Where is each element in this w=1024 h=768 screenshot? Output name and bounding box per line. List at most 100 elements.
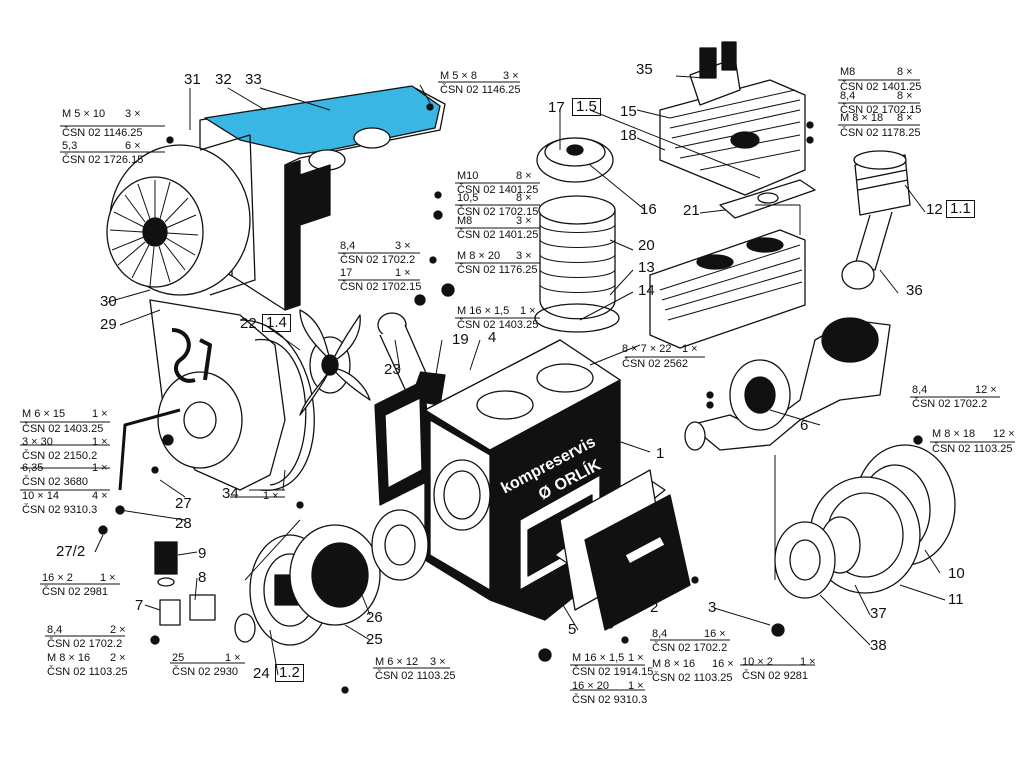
piston-rod: [841, 150, 911, 290]
callout-2: 2: [650, 599, 659, 616]
callout-9: 9: [198, 545, 207, 562]
spec-m5x8-std: ČSN 02 1146.25: [440, 84, 521, 96]
spec-m8x16-cover-qty: 16 ×: [712, 658, 734, 670]
spec-m8-head: M8: [840, 66, 856, 78]
callout-3: 3: [708, 599, 717, 616]
spec-m8x18-head: M 8 × 18: [840, 112, 884, 124]
spec-m8x18-head-qty: 8 ×: [897, 112, 913, 124]
leader-lines: [94, 75, 946, 676]
front-bearing-assembly: [774, 444, 956, 599]
spec-6-35-std: ČSN 02 3680: [22, 476, 89, 488]
spec-key-qty: 1 ×: [682, 343, 698, 355]
spec-m16-plug: M 16 × 1,5: [572, 652, 625, 664]
rear-cover: [374, 379, 431, 506]
callout-6: 6: [800, 417, 809, 434]
callout-24-ref: 1.2: [275, 664, 304, 682]
spec-8-4-left-qty: 2 ×: [110, 624, 126, 636]
spec-16x20-std: ČSN 02 9310.3: [572, 694, 648, 706]
spec-m16-plug-qty: 1 ×: [628, 652, 644, 664]
spec-10-5-qty: 8 ×: [516, 192, 532, 204]
spec-8-4-head-qty: 8 ×: [897, 90, 913, 102]
callout-13: 13: [638, 259, 655, 276]
bearing-housing: [234, 509, 429, 646]
callout-1: 1: [656, 445, 665, 462]
spec-m5x8-qty: 3 ×: [503, 70, 519, 82]
spec-25-qty: 1 ×: [225, 652, 241, 664]
filter-assembly: [154, 541, 216, 626]
spec-10x2-std: ČSN 02 9281: [742, 670, 809, 682]
spec-25-std: ČSN 02 2930: [172, 666, 239, 678]
spec-16x20: 16 × 20: [572, 680, 610, 692]
fan-housing: [199, 85, 446, 311]
spec-m8x20-qty: 3 ×: [516, 250, 532, 262]
head-gasket-21: [719, 179, 816, 219]
spec-m10-std: ČSN 02 1401.25: [457, 184, 539, 196]
cylinder-barrel: [534, 195, 620, 333]
callout-24: 24: [253, 665, 270, 682]
callout-34-qty: 1 ×: [263, 490, 279, 502]
spec-8-4-cover-std: ČSN 02 1702.2: [652, 642, 728, 654]
callout-26: 26: [366, 609, 383, 626]
cylinder-head: [659, 41, 806, 196]
spec-m8-head-std: ČSN 02 1401.25: [840, 81, 922, 93]
spec-10x2: 10 × 2: [742, 656, 773, 668]
callout-14: 14: [638, 282, 655, 299]
callout-12: 12: [926, 201, 943, 218]
spec-m16x1-5-std: ČSN 02 1403.25: [457, 319, 539, 331]
callout-25: 25: [366, 631, 383, 648]
callout-4: 4: [488, 329, 497, 346]
spec-10x14-qty: 4 ×: [92, 490, 108, 502]
spec-m10-qty: 8 ×: [516, 170, 532, 182]
spec-8-4-left: 8,4: [47, 624, 63, 636]
callout-27-2: 27/2: [56, 543, 86, 560]
callout-8: 8: [198, 569, 207, 586]
spec-m5x10-qty: 3 ×: [125, 108, 141, 120]
callout-30: 30: [100, 293, 117, 310]
callout-17: 17: [548, 99, 565, 116]
callout-38: 38: [870, 637, 887, 654]
spec-8-4-right-qty: 12 ×: [975, 384, 997, 396]
spec-m8x20-std: ČSN 02 1176.25: [457, 264, 538, 276]
spec-16x2: 16 × 2: [42, 572, 73, 584]
callout-12-ref: 1.1: [946, 200, 975, 218]
spec-16x2-std: ČSN 02 2981: [42, 586, 109, 598]
oil-pipe: [118, 408, 181, 491]
spec-10x2-qty: 1 ×: [800, 656, 816, 668]
callout-5: 5: [568, 621, 577, 638]
fan-impeller: [299, 309, 371, 416]
spec-10x14-std: ČSN 02 9310.3: [22, 504, 98, 516]
spec-16x20-qty: 1 ×: [628, 680, 644, 692]
callout-7: 7: [135, 597, 144, 614]
valve-plate: [536, 137, 614, 183]
side-cover-plate: [584, 494, 691, 631]
callout-32: 32: [215, 71, 232, 88]
callout-21: 21: [683, 202, 700, 219]
callout-37: 37: [870, 605, 887, 622]
spec-5-3-qty: 6 ×: [125, 140, 141, 152]
callout-33: 33: [245, 71, 262, 88]
spec-8-4-cover-qty: 16 ×: [704, 628, 726, 640]
spec-m6x12-qty: 3 ×: [430, 656, 446, 668]
callout-19: 19: [452, 331, 469, 348]
spec-10x14: 10 × 14: [22, 490, 60, 502]
callout-15: 15: [620, 103, 637, 120]
spec-m5x8: M 5 × 8: [440, 70, 477, 82]
spec-8-4-head: 8,4: [840, 90, 856, 102]
spec-3x30-qty: 1 ×: [92, 436, 108, 448]
spec-m16x1-5-qty: 1 ×: [520, 305, 536, 317]
spec-8-4-left-std: ČSN 02 1702.2: [47, 638, 123, 650]
callout-10: 10: [948, 565, 965, 582]
belt-guard: [149, 299, 315, 491]
callout-11: 11: [948, 591, 964, 608]
callout-22-ref: 1.4: [262, 314, 291, 332]
spec-key-std: ČSN 02 2562: [622, 358, 689, 370]
spec-m8x16-left: M 8 × 16: [47, 652, 91, 664]
spec-m8-mid-qty: 3 ×: [516, 215, 532, 227]
spec-6-35: 6,35: [22, 462, 44, 474]
spec-m8-head-qty: 8 ×: [897, 66, 913, 78]
spec-17: 17: [340, 267, 353, 279]
spec-m8x18-right-qty: 12 ×: [993, 428, 1015, 440]
spec-6-35-qty: 1 ×: [92, 462, 108, 474]
